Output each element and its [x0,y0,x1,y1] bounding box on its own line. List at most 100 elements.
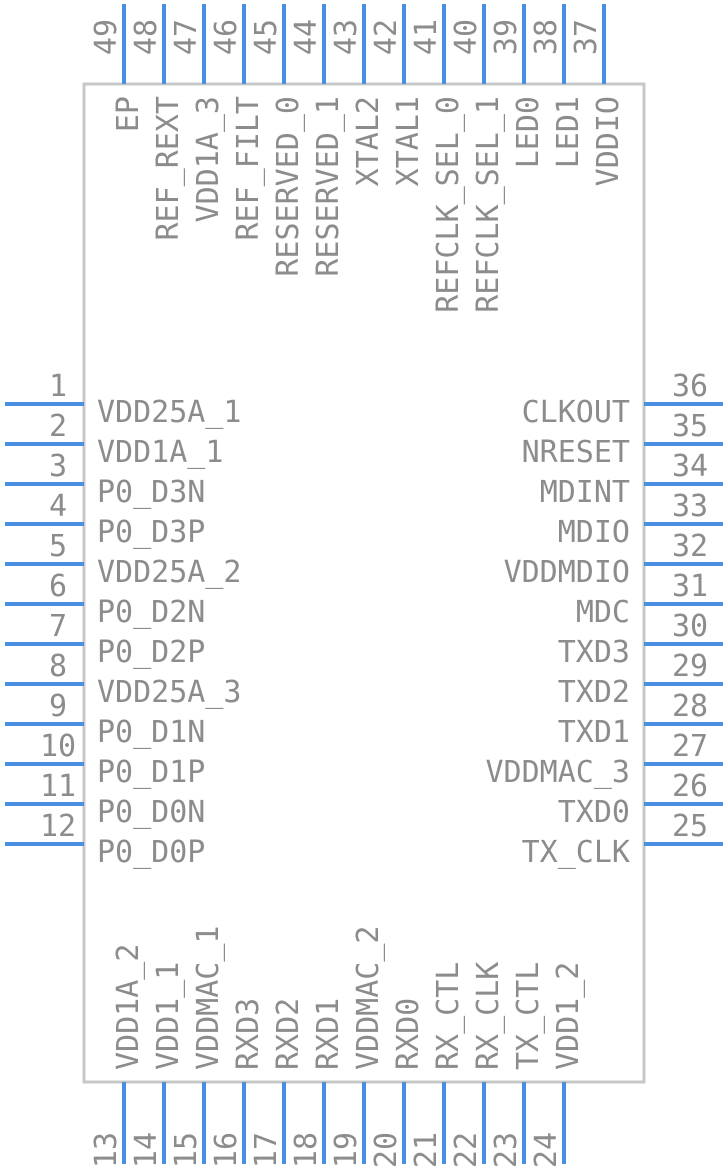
pin-number-44: 44 [289,19,324,55]
pin-label-vdd25a-3: VDD25A_3 [97,675,242,710]
pin-label-xtal1: XTAL1 [391,96,426,186]
pin-number-15: 15 [169,1132,204,1168]
pin-number-43: 43 [329,19,364,55]
pin-label-tx-clk: TX_CLK [522,835,630,870]
pin-number-5: 5 [49,529,67,564]
pin-number-38: 38 [529,19,564,55]
pin-number-28: 28 [672,689,708,724]
pin-label-reserved-0: RESERVED_0 [271,96,306,277]
pin-label-rx-ctl: RX_CTL [431,962,466,1070]
pin-number-47: 47 [169,19,204,55]
pin-number-40: 40 [449,19,484,55]
pin-label-ref-rext: REF_REXT [151,96,186,241]
pin-label-mdc: MDC [576,595,630,630]
pin-label-mdint: MDINT [540,475,630,510]
pin-label-txd2: TXD2 [558,675,630,710]
pin-number-39: 39 [489,19,524,55]
pin-label-ref-filt: REF_FILT [231,96,266,241]
pin-number-41: 41 [409,19,444,55]
pin-number-11: 11 [40,769,76,804]
pin-label-p0-d2n: P0_D2N [97,595,205,630]
pin-number-17: 17 [249,1132,284,1168]
pin-number-46: 46 [209,19,244,55]
pin-number-37: 37 [569,19,604,55]
pin-label-p0-d1n: P0_D1N [97,715,205,750]
pin-label-xtal2: XTAL2 [351,96,386,186]
pin-label-vdd25a-2: VDD25A_2 [97,555,242,590]
pin-number-49: 49 [89,19,124,55]
pin-label-vdd1a-1: VDD1A_1 [97,435,223,470]
pin-label-vdd1-2: VDD1_2 [551,962,586,1070]
pin-label-led0: LED0 [511,96,546,168]
pin-label-txd1: TXD1 [558,715,630,750]
pin-number-18: 18 [289,1132,324,1168]
pin-number-7: 7 [49,609,67,644]
pin-number-48: 48 [129,19,164,55]
pin-number-32: 32 [672,529,708,564]
pin-number-14: 14 [129,1132,164,1168]
pin-number-23: 23 [489,1132,524,1168]
pin-number-27: 27 [672,729,708,764]
pin-number-1: 1 [49,369,67,404]
pin-label-nreset: NRESET [522,435,630,470]
pin-number-35: 35 [672,409,708,444]
pin-label-txd3: TXD3 [558,635,630,670]
pin-number-10: 10 [40,729,76,764]
pin-number-4: 4 [49,489,67,524]
pin-number-19: 19 [329,1132,364,1168]
ic-body [82,82,646,1084]
pin-number-13: 13 [89,1132,124,1168]
pin-label-reserved-1: RESERVED_1 [311,96,346,277]
pin-number-31: 31 [672,569,708,604]
pin-number-34: 34 [672,449,708,484]
pin-label-vdd1a-2: VDD1A_2 [111,944,146,1070]
pin-label-p0-d2p: P0_D2P [97,635,205,670]
pin-label-p0-d0p: P0_D0P [97,835,205,870]
pin-number-9: 9 [49,689,67,724]
pin-label-vddio: VDDIO [591,96,626,186]
pin-label-ep: EP [111,96,146,132]
pin-number-12: 12 [40,809,76,844]
pin-label-vdd25a-1: VDD25A_1 [97,395,242,430]
pin-number-33: 33 [672,489,708,524]
pin-label-rxd0: RXD0 [391,998,426,1070]
pin-label-vddmac-1: VDDMAC_1 [191,926,226,1071]
pin-number-16: 16 [209,1132,244,1168]
pin-label-p0-d3n: P0_D3N [97,475,205,510]
pin-label-p0-d1p: P0_D1P [97,755,205,790]
pin-label-vdd1a-3: VDD1A_3 [191,96,226,222]
pin-number-8: 8 [49,649,67,684]
pin-label-vddmac-2: VDDMAC_2 [351,926,386,1071]
pin-number-45: 45 [249,19,284,55]
pin-label-refclk-sel-1: REFCLK_SEL_1 [471,96,506,313]
pin-label-rx-clk: RX_CLK [471,962,506,1070]
pin-number-42: 42 [369,19,404,55]
pin-number-30: 30 [672,609,708,644]
pin-label-refclk-sel-0: REFCLK_SEL_0 [431,96,466,313]
pin-label-led1: LED1 [551,96,586,168]
pin-number-3: 3 [49,449,67,484]
pin-label-vdd1-1: VDD1_1 [151,962,186,1070]
pin-number-21: 21 [409,1132,444,1168]
pin-number-29: 29 [672,649,708,684]
pin-label-rxd3: RXD3 [231,998,266,1070]
pin-label-p0-d0n: P0_D0N [97,795,205,830]
pin-label-vddmdio: VDDMDIO [504,555,630,590]
pin-number-22: 22 [449,1132,484,1168]
pin-label-rxd1: RXD1 [311,998,346,1070]
pin-number-24: 24 [529,1132,564,1168]
pin-label-tx-ctl: TX_CTL [511,962,546,1070]
pin-number-6: 6 [49,569,67,604]
pin-number-26: 26 [672,769,708,804]
pin-label-txd0: TXD0 [558,795,630,830]
pin-number-20: 20 [369,1132,404,1168]
pin-label-rxd2: RXD2 [271,998,306,1070]
pin-label-p0-d3p: P0_D3P [97,515,205,550]
pin-label-mdio: MDIO [558,515,630,550]
pin-number-2: 2 [49,409,67,444]
pin-label-clkout: CLKOUT [522,395,630,430]
pin-number-36: 36 [672,369,708,404]
